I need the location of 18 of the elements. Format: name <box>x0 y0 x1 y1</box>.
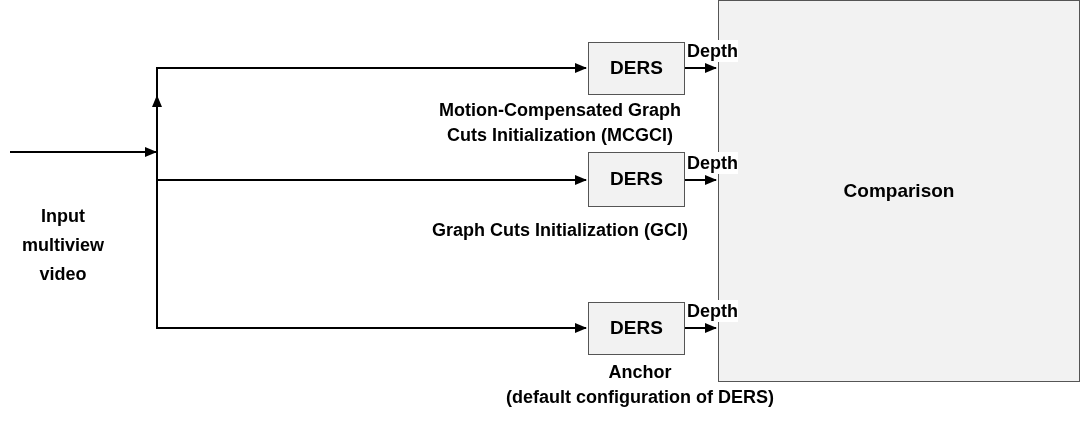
box-label: DERS <box>610 167 663 192</box>
process-box <box>588 152 685 207</box>
process-box <box>588 302 685 355</box>
node-label: Motion-Compensated Graph Cuts Initialization (MCGCI) <box>438 99 682 147</box>
node-label: Anchor <box>608 361 672 384</box>
box-label: DERS <box>610 56 663 81</box>
arrow <box>684 323 717 333</box>
process-box <box>588 42 685 95</box>
node-label: Graph Cuts Initialization (GCI) <box>432 219 688 242</box>
box-label: Comparison <box>843 178 955 203</box>
edge-label: Depth <box>687 40 738 62</box>
arrow <box>684 175 717 185</box>
node-label: (default configuration of DERS) <box>506 386 774 409</box>
box-label: DERS <box>610 316 663 341</box>
edge-label: Depth <box>687 152 738 174</box>
edge-label: Depth <box>687 300 738 322</box>
arrow <box>684 63 717 73</box>
input-label: Input multiview video <box>21 205 105 286</box>
